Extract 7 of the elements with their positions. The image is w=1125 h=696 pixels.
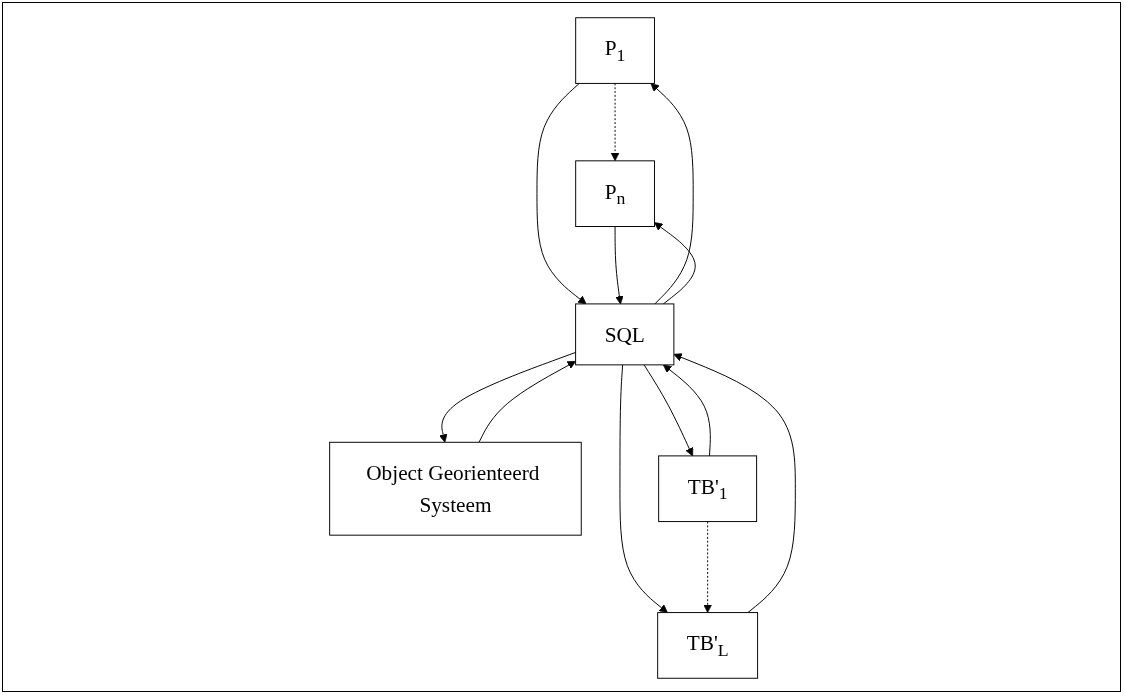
node-box xyxy=(575,303,675,366)
node-box xyxy=(329,441,582,536)
flowchart: P$_{1}$ P$_{n}$ Object Georienteerd Systeem SQL TB'$_{1}$ TB'$_{L}$ xyxy=(10,10,1115,686)
node-box xyxy=(658,455,758,523)
node-box xyxy=(657,612,759,679)
node-box xyxy=(575,160,655,227)
node-box xyxy=(575,17,655,84)
